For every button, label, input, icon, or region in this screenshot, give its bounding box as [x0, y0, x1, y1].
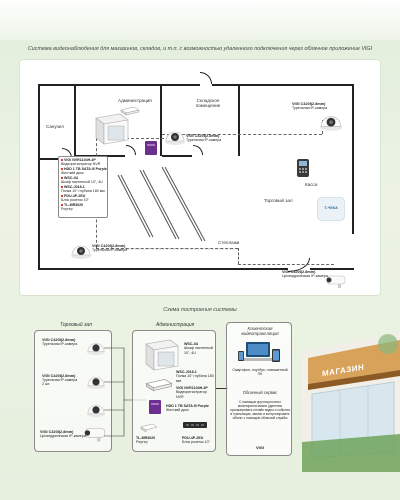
wall-right [352, 84, 354, 234]
dome-camera-icon [165, 131, 185, 145]
hdd-icon [149, 400, 161, 414]
cable-line-4 [238, 248, 239, 264]
nvr-icon [120, 106, 140, 116]
client-devices-icon [238, 342, 280, 362]
cable-line-1 [96, 138, 174, 139]
scheme-caption: Схема построения системы [163, 307, 237, 313]
room-label-shelves: Стеллажи [218, 240, 240, 245]
camera-label-topright: VIGI C420I(2.8mm)Турельная IP-камера [292, 102, 328, 111]
room-label-sales: Торговый зал [264, 198, 293, 203]
pdu-icon [183, 422, 207, 428]
scheme-link-admin-client [216, 388, 228, 389]
nvr-icon [145, 379, 173, 392]
cloud-description: С помощью круглосуточного мониторинга мо… [230, 400, 290, 420]
wall-bottom-right [310, 268, 354, 270]
camera-label-storage: VIGI C420I(2.8mm)Турельная IP-камера [186, 134, 222, 143]
pos-terminal-icon [297, 159, 309, 177]
page-top-band [0, 0, 400, 40]
cable-line-6 [162, 134, 322, 135]
wall-left [38, 84, 40, 270]
scheme-cam-label: VIGI C320I(2.8mm)Цилиндрическая IP-камер… [40, 430, 86, 439]
dome-camera-icon [71, 245, 91, 259]
pos-brand-badge: Т-ЧЕКА [318, 198, 344, 220]
wall-wc-bottom [40, 158, 74, 160]
scheme-client-title: Клиентская видеотрансляция [241, 326, 279, 337]
shop-front-drawing [302, 332, 400, 472]
page-caption: Система видеонаблюдения для магазинов, с… [27, 46, 373, 52]
wall-storage-bottom [162, 155, 192, 157]
cable-line-5 [238, 264, 334, 265]
room-label-cash: Касса [305, 182, 318, 187]
rack-cabinet-icon [95, 113, 129, 145]
dome-camera-icon [87, 405, 105, 418]
shop-front-illustration: МАГАЗИН [302, 322, 400, 472]
cable-line-3 [96, 248, 238, 249]
bullet-camera-icon [326, 275, 346, 288]
wall-bottom [38, 268, 288, 270]
wall-admin-bottom [75, 155, 125, 157]
wall-wc [74, 86, 76, 160]
wall-top-right [212, 84, 354, 86]
dome-camera-icon [87, 343, 105, 356]
cloud-title: Облачный сервис [242, 390, 278, 395]
equipment-legend [58, 156, 108, 218]
client-devices-text: Смартфон, ноутбук, планшетный ПК [232, 368, 288, 377]
camera-label-bottomleft: VIGI C420I(2.8mm)Турельная IP-камера [92, 244, 128, 253]
shelves-drawing [110, 166, 238, 250]
router-icon [140, 423, 158, 433]
dome-camera-icon [87, 377, 105, 390]
scheme-sales-title: Торговый зал [60, 322, 92, 328]
scheme-cam-label: VIGI C420I(2.8mm)Турельная IP-камера [42, 338, 78, 347]
room-label-wc: Санузел [46, 124, 64, 129]
wall-top-left [38, 84, 200, 86]
cloud-brand: VIGI [255, 445, 264, 450]
room-label-storage: Складское помещение [195, 98, 221, 109]
wall-admin-right [160, 86, 162, 156]
bullet-camera-icon [84, 428, 106, 442]
camera-label-bottomright: VIGI C320I(2.8mm)Цилиндрическая IP-камер… [282, 270, 328, 279]
rack-cabinet-icon [145, 339, 179, 371]
wall-storage-right [238, 86, 240, 156]
scheme-admin-title: Администрация [156, 322, 195, 328]
hdd-icon [145, 141, 157, 155]
pos-brand-text: Т-ЧЕКА [324, 206, 338, 210]
room-label-admin: Администрация [118, 98, 152, 103]
dome-camera-icon [320, 116, 342, 131]
